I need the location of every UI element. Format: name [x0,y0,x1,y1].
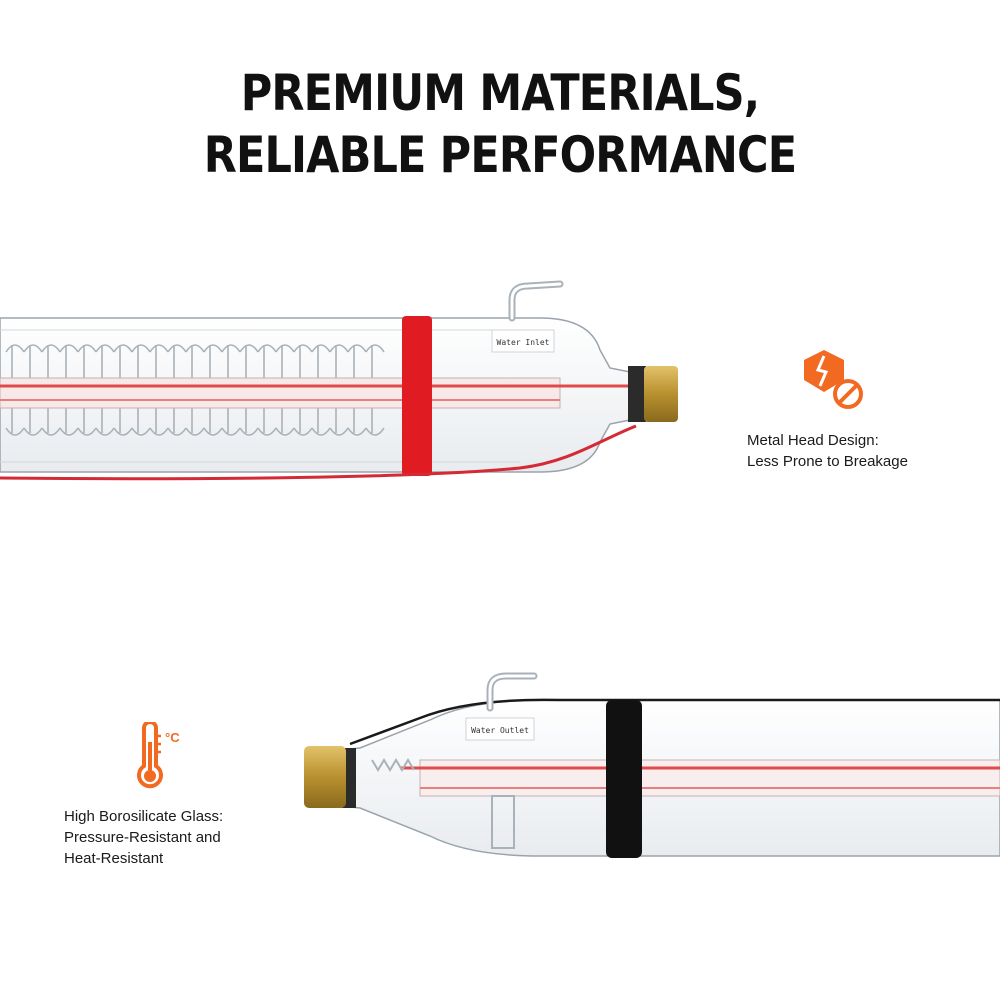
top-laser-tube: Water Inlet [0,280,678,481]
feature-glass-line-3: Heat-Resistant [64,850,164,867]
title-line-1: PREMIUM MATERIALS, [240,64,760,122]
feature-glass-line-2: Pressure-Resistant and [64,829,221,846]
feature-metal-head: Metal Head Design: Less Prone to Breakag… [747,430,908,472]
celsius-unit: °C [165,730,180,745]
feature-borosilicate-glass: High Borosilicate Glass: Pressure-Resist… [64,806,223,869]
page-title: PREMIUM MATERIALS, RELIABLE PERFORMANCE [70,62,930,186]
svg-text:Water Outlet: Water Outlet [471,726,529,735]
bottom-black-strap [606,700,642,858]
svg-text:Water Inlet: Water Inlet [497,338,550,347]
top-tube-label: Water Inlet [491,329,555,353]
thermometer-icon: °C [137,722,180,789]
feature-metal-head-line-2: Less Prone to Breakage [747,453,908,470]
top-red-wire [0,424,637,481]
feature-glass-line-1: High Borosilicate Glass: [64,808,224,825]
bottom-black-wire [349,698,1000,746]
bottom-tube-label: Water Outlet [465,717,535,741]
top-red-strap [402,316,432,476]
top-metal-head [644,366,678,422]
bottom-spring [371,758,415,772]
bottom-laser-tube: Water Outlet [304,672,1000,858]
title-line-2: RELIABLE PERFORMANCE [203,126,797,184]
bottom-metal-head [304,746,346,808]
broken-shield-no-icon [804,350,863,409]
feature-metal-head-line-1: Metal Head Design: [747,432,879,449]
